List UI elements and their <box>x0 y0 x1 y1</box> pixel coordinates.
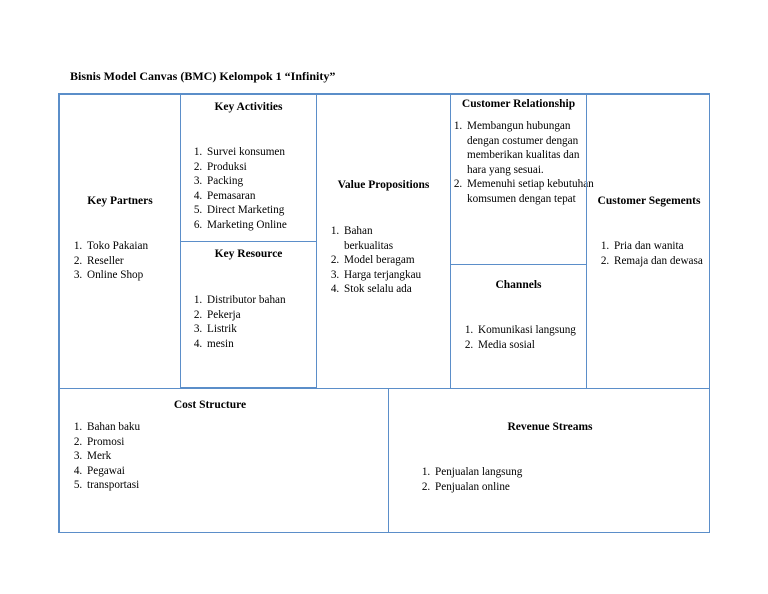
list-item: Harga terjangkau <box>342 268 470 283</box>
list-item: Pegawai <box>85 464 285 479</box>
key-partners-block: Key Partners Toko Pakaian Reseller Onlin… <box>59 94 181 389</box>
customer-relationship-heading: Customer Relationship <box>461 98 576 110</box>
list-item: Merk <box>85 449 285 464</box>
list-item: Penjualan langsung <box>433 465 633 480</box>
list-item: Pekerja <box>205 308 337 323</box>
list-item: Packing <box>205 174 337 189</box>
list-item: Toko Pakaian <box>85 239 197 254</box>
revenue-streams-list: Penjualan langsung Penjualan online <box>411 465 633 494</box>
list-item: Media sosial <box>476 338 600 353</box>
customer-relationship-list: Membangun hubungan dengan costumer denga… <box>448 119 599 207</box>
list-item: Stok selalu ada <box>342 282 470 297</box>
value-propositions-list: Bahan berkualitas Model beragam Harga te… <box>320 224 470 297</box>
list-item: Marketing Online <box>205 218 337 233</box>
customer-segments-heading: Customer Segements <box>597 195 701 207</box>
list-item: Komunikasi langsung <box>476 323 600 338</box>
key-activities-heading: Key Activities <box>214 101 283 113</box>
key-activities-list: Survei konsumen Produksi Packing Pemasar… <box>183 145 337 233</box>
list-item: Distributor bahan <box>205 293 337 308</box>
value-propositions-block: Value Propositions Bahan berkualitas Mod… <box>316 94 451 389</box>
list-item: Direct Marketing <box>205 203 337 218</box>
key-activities-block: Key Activities Survei konsumen Produksi … <box>180 94 317 242</box>
list-item: Listrik <box>205 322 337 337</box>
list-item: Pria dan wanita <box>612 239 726 254</box>
channels-heading: Channels <box>495 279 542 291</box>
key-partners-list: Toko Pakaian Reseller Online Shop <box>63 239 197 283</box>
list-item: mesin <box>205 337 337 352</box>
list-item: transportasi <box>85 478 285 493</box>
list-item: Membangun hubungan dengan costumer denga… <box>465 119 599 177</box>
list-item: Produksi <box>205 160 337 175</box>
value-propositions-heading: Value Propositions <box>337 179 430 191</box>
customer-relationship-block: Customer Relationship Membangun hubungan… <box>450 94 594 265</box>
document-title: Bisnis Model Canvas (BMC) Kelompok 1 “In… <box>70 69 336 83</box>
list-item: Bahan baku <box>85 420 285 435</box>
customer-segments-block: Customer Segements Pria dan wanita Remaj… <box>586 94 710 389</box>
key-resource-heading: Key Resource <box>214 248 283 260</box>
list-item: Memenuhi setiap kebutuhan komsumen denga… <box>465 177 599 206</box>
cost-structure-block: Cost Structure Bahan baku Promosi Merk P… <box>59 388 389 533</box>
list-item: Survei konsumen <box>205 145 337 160</box>
list-item: Model beragam <box>342 253 470 268</box>
list-item: Penjualan online <box>433 480 633 495</box>
list-item: Reseller <box>85 254 197 269</box>
business-model-canvas: Key Partners Toko Pakaian Reseller Onlin… <box>58 93 710 533</box>
channels-block: Channels Komunikasi langsung Media sosia… <box>450 264 587 389</box>
list-item: Bahan berkualitas <box>342 224 470 253</box>
list-item: Online Shop <box>85 268 197 283</box>
revenue-streams-block: Revenue Streams Penjualan langsung Penju… <box>388 388 710 533</box>
key-resource-block: Key Resource Distributor bahan Pekerja L… <box>180 241 317 388</box>
key-partners-heading: Key Partners <box>87 195 153 207</box>
revenue-streams-heading: Revenue Streams <box>507 421 593 433</box>
cost-structure-list: Bahan baku Promosi Merk Pegawai transpor… <box>63 420 285 493</box>
list-item: Promosi <box>85 435 285 450</box>
key-resource-list: Distributor bahan Pekerja Listrik mesin <box>183 293 337 351</box>
customer-segments-list: Pria dan wanita Remaja dan dewasa <box>590 239 726 268</box>
cost-structure-heading: Cost Structure <box>173 399 247 411</box>
channels-list: Komunikasi langsung Media sosial <box>454 323 600 352</box>
list-item: Remaja dan dewasa <box>612 254 726 269</box>
list-item: Pemasaran <box>205 189 337 204</box>
